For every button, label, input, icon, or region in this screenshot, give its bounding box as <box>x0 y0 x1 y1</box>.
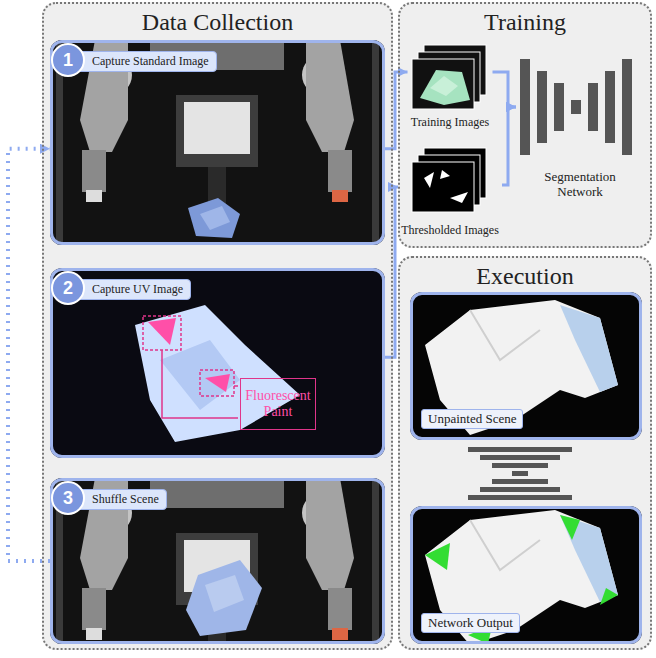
callout-number: 3 <box>51 481 85 515</box>
label-text: 3 <box>53 483 83 513</box>
scene-photo-panel: Network Output <box>410 506 642 644</box>
label-text: Execution <box>476 263 573 290</box>
label-text: Fluorescent Paint <box>241 388 315 420</box>
label-text: Data Collection <box>142 9 293 36</box>
label-text: Capture UV Image <box>75 279 191 300</box>
flow-arrow <box>493 72 517 107</box>
label-text: Segmentation Network <box>535 170 625 200</box>
scene-photo-panel: Unpainted Scene <box>410 292 642 440</box>
section-panel: Data CollectionCapture Standard Image1Ca… <box>42 2 393 650</box>
callout-number: 2 <box>51 271 85 305</box>
label-text: Training <box>484 9 566 36</box>
label-text: 1 <box>53 45 83 75</box>
label-text: Capture Standard Image <box>75 51 217 72</box>
annotation-box: Fluorescent Paint <box>240 378 316 430</box>
label-text: Training Images <box>411 115 490 130</box>
image-stack: Training Images <box>408 42 493 132</box>
label-text: Shuffle Scene <box>75 489 167 510</box>
section-panel: TrainingTraining ImagesThresholded Image… <box>398 2 652 248</box>
flow-arrow <box>385 72 408 149</box>
step-photo-panel: Capture UV Image2Fluorescent Paint <box>50 268 385 458</box>
label-text: 2 <box>53 273 83 303</box>
section-panel: ExecutionUnpainted SceneNetwork Output <box>398 256 652 650</box>
network-icon: Segmentation Network <box>516 48 644 200</box>
step-photo-panel: Shuffle Scene3 <box>50 478 385 644</box>
label-text: Network Output <box>421 613 520 633</box>
callout-number: 1 <box>51 43 85 77</box>
image-stack: Thresholded Images <box>398 145 502 240</box>
label-text: Unpainted Scene <box>421 409 523 429</box>
label-text: Thresholded Images <box>401 223 499 238</box>
step-photo-panel: Capture Standard Image1 <box>50 40 385 245</box>
flow-arrow <box>502 107 516 185</box>
